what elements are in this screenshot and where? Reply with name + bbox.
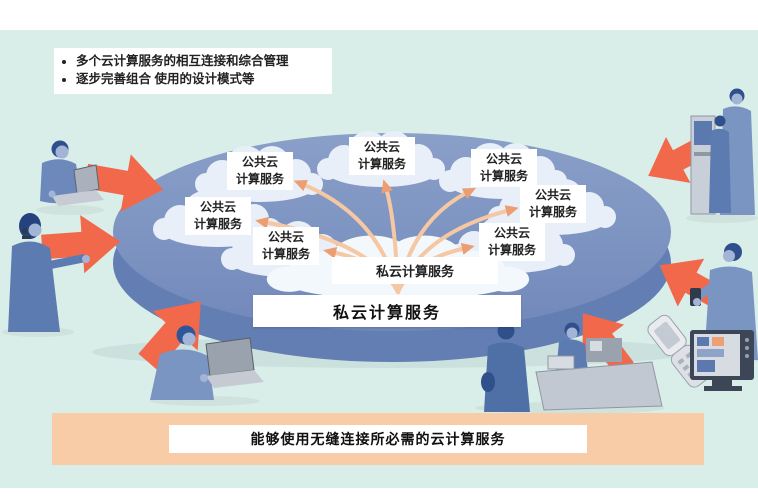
kiosk-users-icon	[686, 88, 758, 223]
person-laptop-bottom-left-icon	[150, 325, 264, 406]
bottom-banner: 能够使用无缝连接所必需的云计算服务	[52, 413, 704, 465]
person-laptop-top-left-icon	[36, 140, 104, 215]
notes-box: 多个云计算服务的相互连接和综合管理 逐步完善组合 使用的设计模式等	[54, 48, 332, 94]
public-cloud-label-top-center: 公共云 计算服务	[349, 137, 415, 175]
public-cloud-label-left: 公共云 计算服务	[185, 197, 251, 235]
public-cloud-label-lower-right: 公共云 计算服务	[479, 223, 545, 261]
public-cloud-label-top-left: 公共云 计算服务	[227, 152, 293, 190]
public-cloud-label-right: 公共云 计算服务	[520, 185, 586, 223]
platform-caption: 私云计算服务	[253, 295, 521, 327]
cloud-label-line2: 计算服务	[193, 217, 242, 231]
public-cloud-label-lower-left: 公共云 计算服务	[253, 227, 319, 265]
cashier-scene-icon	[475, 322, 665, 414]
private-cloud-label: 私云计算服务	[332, 257, 498, 284]
cloud-label-line1: 公共云	[363, 140, 400, 154]
tv-monitor-icon	[690, 330, 754, 391]
note-item: 逐步完善组合 使用的设计模式等	[76, 70, 324, 88]
cloud-label-line1: 公共云	[534, 188, 571, 202]
cloud-label-line2: 计算服务	[487, 243, 536, 257]
cloud-label-line2: 计算服务	[235, 172, 284, 186]
notes-list: 多个云计算服务的相互连接和综合管理 逐步完善组合 使用的设计模式等	[60, 52, 324, 88]
cloud-label-line2: 计算服务	[479, 169, 528, 183]
cloud-label-line1: 公共云	[241, 155, 278, 169]
cloud-label-line1: 公共云	[267, 230, 304, 244]
cloud-label-line2: 计算服务	[528, 205, 577, 219]
cloud-label-line1: 公共云	[493, 226, 530, 240]
cloud-label-line1: 公共云	[485, 152, 522, 166]
public-cloud-label-top-right: 公共云 计算服务	[471, 149, 537, 187]
bottom-banner-text: 能够使用无缝连接所必需的云计算服务	[169, 425, 587, 453]
cloud-label-line2: 计算服务	[357, 157, 406, 171]
note-item: 多个云计算服务的相互连接和综合管理	[76, 52, 324, 70]
operator-headset-icon	[2, 213, 90, 337]
cloud-label-line2: 计算服务	[261, 247, 310, 261]
cloud-label-line1: 公共云	[199, 200, 236, 214]
